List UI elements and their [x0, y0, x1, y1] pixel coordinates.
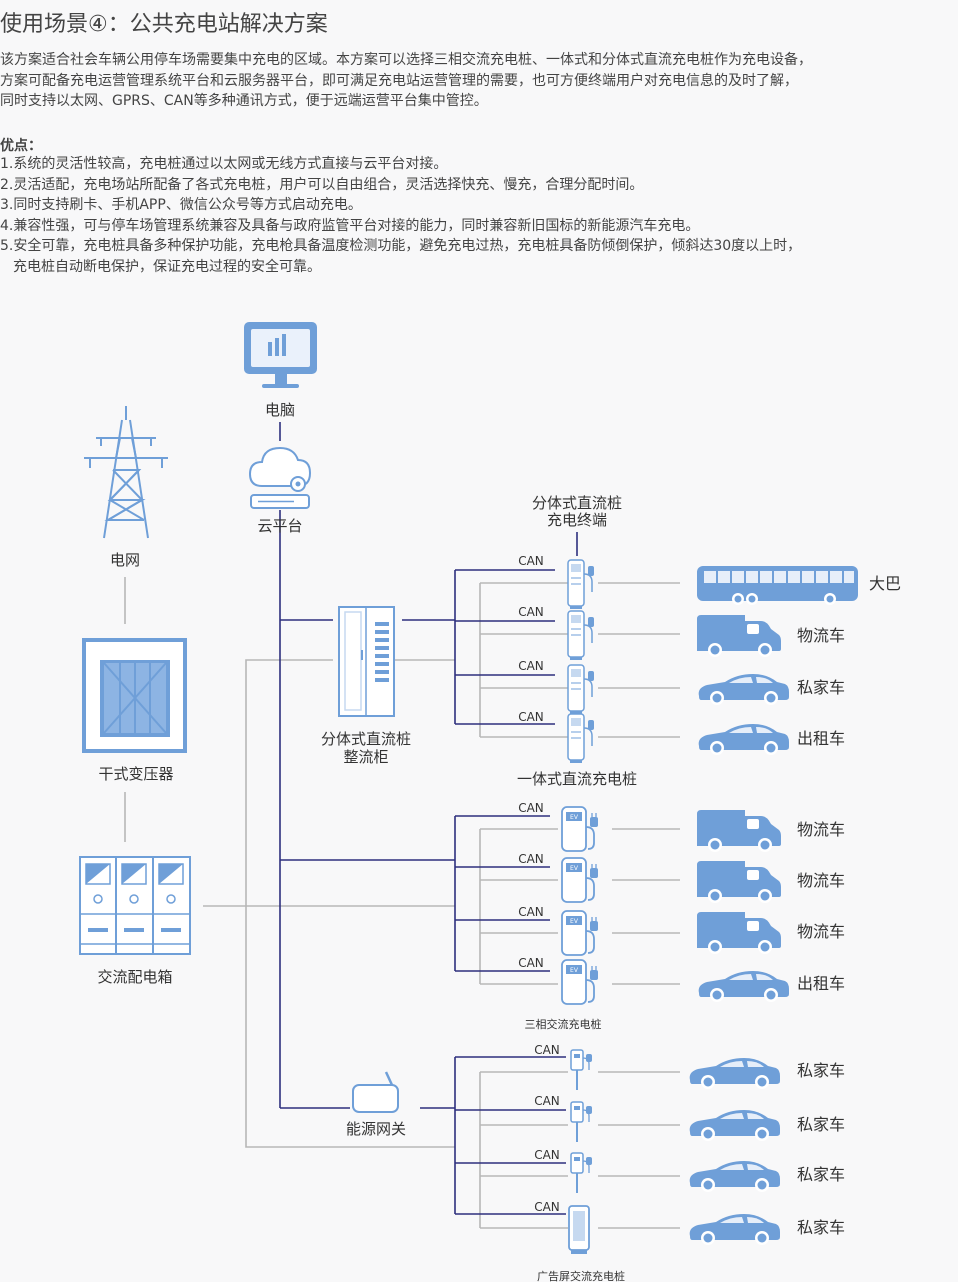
ad-screen-charger-icon	[568, 1205, 590, 1254]
bus-icon	[697, 566, 858, 605]
logistics-truck-icon	[697, 615, 781, 657]
integrated-dc-charger-icon	[561, 959, 599, 1005]
split-terminal-label-line1: 分体式直流桩	[532, 494, 622, 512]
vehicle-label: 大巴	[869, 574, 901, 593]
private-car-icon	[689, 1110, 780, 1141]
can-label: CAN	[518, 852, 544, 866]
vehicle-label: 物流车	[797, 922, 845, 941]
can-label: CAN	[518, 554, 544, 568]
can-label: CAN	[518, 710, 544, 724]
can-label: CAN	[518, 801, 544, 815]
vehicle-label: 出租车	[797, 974, 845, 993]
logistics-truck-icon	[697, 861, 781, 903]
rectifier-label-line1: 分体式直流桩	[321, 730, 411, 748]
vehicle-label: 私家车	[797, 1061, 845, 1080]
advantage-item: 充电桩自动断电保护，保证充电过程的安全可靠。	[13, 258, 321, 275]
split-dc-terminal-icon	[567, 559, 595, 610]
advantage-item: 2.灵活适配，充电场站所配备了各式充电桩，用户可以自由组合，灵活选择快充、慢充，…	[0, 176, 644, 193]
vehicle-label: 私家车	[797, 1165, 845, 1184]
can-label: CAN	[534, 1148, 560, 1162]
rectifier-label-line2: 整流柜	[343, 748, 388, 766]
rectifier-cabinet-icon	[338, 606, 395, 717]
logistics-truck-icon	[697, 810, 781, 852]
can-label: CAN	[518, 905, 544, 919]
intro-paragraph: 该方案适合社会车辆公用停车场需要集中充电的区域。本方案可以选择三相交流充电桩、一…	[0, 50, 956, 112]
vehicle-label: 出租车	[797, 729, 845, 748]
intro-line: 同时支持以太网、GPRS、CAN等多种通讯方式，便于远端运营平台集中管控。	[0, 93, 488, 109]
computer-label: 电脑	[265, 401, 295, 419]
advantages-list: 1.系统的灵活性较高，充电桩通过以太网或无线方式直接与云平台对接。 2.灵活适配…	[0, 154, 956, 277]
can-label: CAN	[534, 1094, 560, 1108]
page-title: 使用场景④：公共充电站解决方案	[0, 12, 328, 37]
advantage-item: 3.同时支持刷卡、手机APP、微信公众号等方式启动充电。	[0, 197, 362, 213]
vehicle-label: 物流车	[797, 626, 845, 645]
ac-charger-icon	[570, 1101, 593, 1143]
integrated-dc-charger-icon	[561, 857, 599, 903]
intro-line: 该方案适合社会车辆公用停车场需要集中充电的区域。本方案可以选择三相交流充电桩、一…	[0, 52, 812, 68]
vehicle-label: 物流车	[797, 820, 845, 839]
energy-gateway-icon	[352, 1071, 399, 1113]
ac-distribution-box-icon	[79, 856, 191, 955]
split-dc-terminal-icon	[567, 713, 595, 764]
split-terminal-label-line2: 充电终端	[547, 511, 607, 529]
transformer-icon	[82, 638, 187, 753]
integrated-dc-label: 一体式直流充电桩	[517, 770, 637, 788]
cloud-platform-label: 云平台	[257, 517, 302, 535]
advantages-heading: 优点：	[0, 138, 42, 154]
transformer-label: 干式变压器	[98, 765, 173, 783]
connection-lines	[124, 422, 680, 1229]
ad-screen-ac-label: 广告屏交流充电桩	[537, 1269, 625, 1282]
intro-line: 方案可配备充电运营管理系统平台和云服务器平台，即可满足充电站运营管理的需要，也可…	[0, 72, 798, 89]
ac-box-label: 交流配电箱	[97, 968, 172, 986]
can-label: CAN	[534, 1043, 560, 1057]
ac-charger-icon	[570, 1152, 593, 1194]
can-label: CAN	[518, 956, 544, 970]
taxi-icon	[698, 724, 789, 755]
vehicle-label: 私家车	[797, 1115, 845, 1134]
integrated-dc-charger-icon	[561, 806, 599, 852]
can-label: CAN	[518, 605, 544, 619]
power-tower-icon	[84, 406, 168, 539]
vehicle-label: 私家车	[797, 678, 845, 697]
advantage-item: 4.兼容性强，可与停车场管理系统兼容及具备与政府监管平台对接的能力，同时兼容新旧…	[0, 217, 700, 234]
can-label: CAN	[518, 659, 544, 673]
integrated-dc-charger-icon	[561, 910, 599, 956]
advantage-item: 1.系统的灵活性较高，充电桩通过以太网或无线方式直接与云平台对接。	[0, 156, 448, 172]
private-car-icon	[689, 1214, 780, 1245]
split-dc-terminal-icon	[567, 664, 595, 715]
grid-label: 电网	[110, 551, 140, 569]
split-dc-terminal-icon	[567, 610, 595, 661]
cloud-platform-icon	[248, 446, 312, 509]
advantage-item: 5.安全可靠，充电桩具备多种保护功能，充电枪具备温度检测功能，避免充电过热，充电…	[0, 238, 802, 254]
ac-charger-icon	[570, 1049, 593, 1091]
logistics-truck-icon	[697, 912, 781, 954]
private-car-icon	[698, 674, 789, 705]
gateway-label: 能源网关	[346, 1120, 406, 1138]
private-car-icon	[689, 1058, 780, 1089]
computer-icon	[244, 322, 317, 388]
vehicle-label: 物流车	[797, 871, 845, 890]
three-phase-ac-label: 三相交流充电桩	[525, 1017, 602, 1031]
vehicle-label: 私家车	[797, 1218, 845, 1237]
private-car-icon	[689, 1161, 780, 1192]
taxi-icon	[698, 971, 789, 1002]
can-label: CAN	[534, 1200, 560, 1214]
